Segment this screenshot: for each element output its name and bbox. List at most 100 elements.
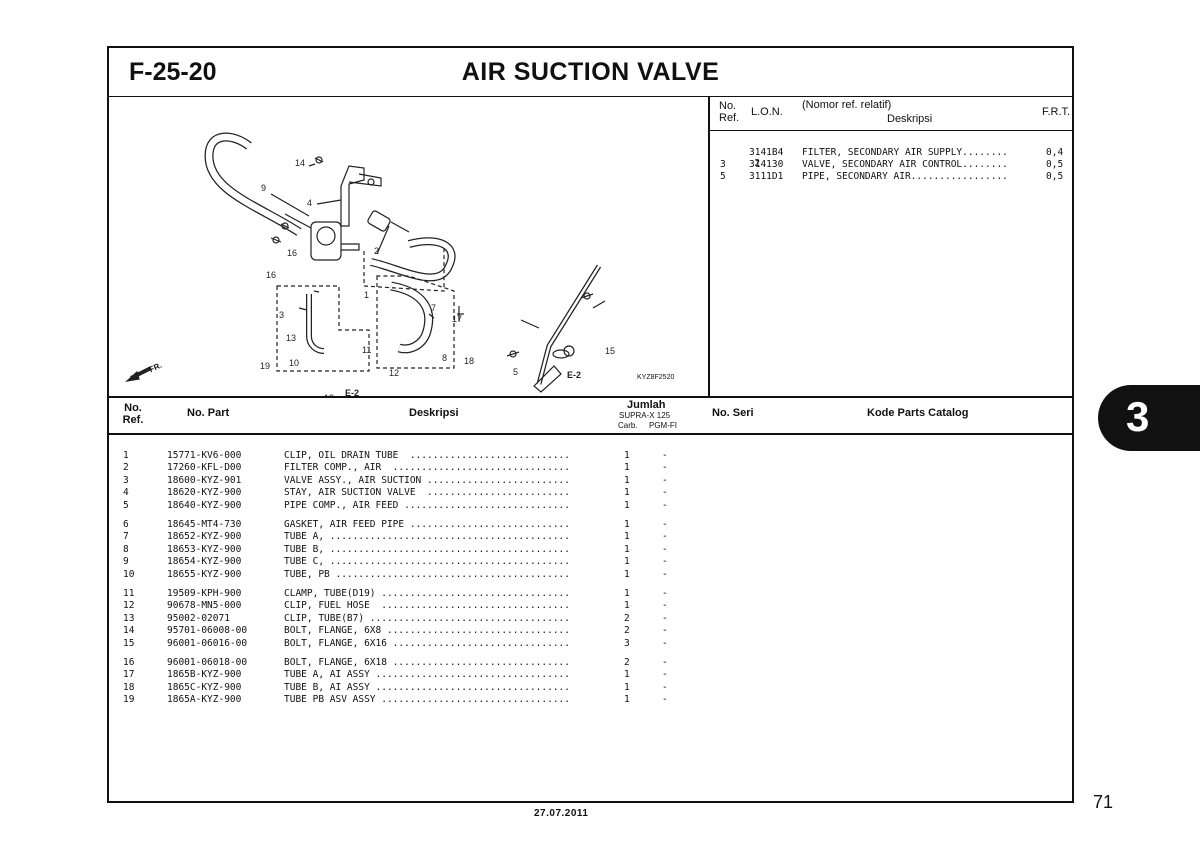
row-ref: 2 <box>123 462 129 474</box>
row-qty-carb: 1 <box>624 450 630 461</box>
page-title: AIR SUCTION VALVE <box>461 58 720 86</box>
diagram-label: 4 <box>307 198 312 208</box>
rel-header-rule <box>709 130 1074 131</box>
rel-header-frt: F.R.T. <box>1042 106 1071 118</box>
row-qty-pgmfi: - <box>662 543 668 555</box>
row-ref: 9 <box>123 556 129 568</box>
diagram-label: 19 <box>260 361 270 371</box>
diagram-code: KYZ8F2520 <box>637 374 675 381</box>
row-qty-carb: 1 <box>624 681 630 693</box>
header-kode: Kode Parts Catalog <box>867 407 969 419</box>
row-ref: 18 <box>123 681 135 693</box>
row-description: BOLT, FLANGE, 6X16 .....................… <box>284 637 570 649</box>
row-qty-pgmfi: - <box>662 657 668 668</box>
row-description: CLIP, TUBE(B7) .........................… <box>284 612 570 624</box>
row-description: TUBE B, ................................… <box>284 543 570 555</box>
header-no-ref: No. Ref. <box>122 402 144 426</box>
row-part-number: 18640-KYZ-900 <box>167 499 242 511</box>
row-ref: 12 <box>123 600 135 612</box>
row-part-number: 1865B-KYZ-900 <box>167 669 242 681</box>
row-description: BOLT, FLANGE, 6X18 .....................… <box>284 657 570 668</box>
header-deskripsi: Deskripsi <box>409 407 459 419</box>
row-ref: 10 <box>123 568 135 580</box>
diagram-label: E-2 <box>345 388 359 396</box>
row-qty-pgmfi: - <box>662 681 668 693</box>
diagram-label: 13 <box>286 333 296 343</box>
diagram-label: 8 <box>442 353 447 363</box>
row-ref: 3 <box>123 474 129 486</box>
row-qty-pgmfi: - <box>662 499 668 511</box>
row-part-number: 1865A-KYZ-900 <box>167 694 242 706</box>
row-qty-pgmfi: - <box>662 637 668 649</box>
row-description: PIPE COMP., AIR FEED ...................… <box>284 499 570 511</box>
row-qty-pgmfi: - <box>662 462 668 474</box>
rel-lon: 3111D1 <box>749 171 784 182</box>
diagram-label: 1 <box>364 290 369 300</box>
rel-ref: 3 <box>720 159 726 170</box>
row-ref: 7 <box>123 531 129 543</box>
row-description: TUBE A, AI ASSY ........................… <box>284 669 570 681</box>
header-carb: Carb. <box>618 421 638 430</box>
header-jumlah: Jumlah <box>627 399 666 411</box>
rel-header-lon: L.O.N. <box>751 106 783 118</box>
row-part-number: 90678-MN5-000 <box>167 600 242 612</box>
row-qty-carb: 1 <box>624 474 630 486</box>
row-qty-carb: 1 <box>624 531 630 543</box>
header-no-seri: No. Seri <box>712 407 754 419</box>
row-part-number: 95002-02071 <box>167 612 230 624</box>
diagram-label: 5 <box>513 367 518 377</box>
row-qty-pgmfi: - <box>662 487 668 499</box>
rel-row: 2 <box>720 147 760 180</box>
row-description: BOLT, FLANGE, 6X8 ......................… <box>284 625 570 637</box>
row-description: CLAMP, TUBE(D19) .......................… <box>284 588 570 599</box>
rel-header-desc-top: (Nomor ref. relatif) <box>802 99 892 111</box>
row-part-number: 95701-06008-00 <box>167 625 248 637</box>
row-description: TUBE B, AI ASSY ........................… <box>284 681 570 693</box>
section-tab-number: 3 <box>1126 393 1150 440</box>
diagram-label: 2 <box>374 246 379 256</box>
rel-ref: 5 <box>720 171 726 182</box>
table-row: 14 95701-06008-00 BOLT, FLANGE, 6X8 ......… <box>109 625 1069 637</box>
row-ref: 19 <box>123 694 135 706</box>
row-ref: 6 <box>123 519 129 530</box>
row-part-number: 18600-KYZ-901 <box>167 474 242 486</box>
diagram-label: 14 <box>295 158 305 168</box>
table-row: 18 1865C-KYZ-900 TUBE B, AI ASSY .........… <box>109 682 1069 694</box>
row-qty-pgmfi: - <box>662 612 668 624</box>
diagram-drawing: 14 9 4 2 16 16 1 7 17 3 13 11 15 10 8 18… <box>125 132 615 408</box>
row-part-number: 15771-KV6-000 <box>167 450 242 461</box>
row-qty-carb: 2 <box>624 612 630 624</box>
rel-lon: 3141B4 <box>749 147 784 158</box>
row-ref: 5 <box>123 499 129 511</box>
diagram-label: 16 <box>266 270 276 280</box>
row-qty-pgmfi: - <box>662 450 668 461</box>
row-qty-carb: 1 <box>624 600 630 612</box>
row-description: TUBE C, ................................… <box>284 556 570 568</box>
diagram-label: 17 <box>452 314 462 324</box>
header-model: SUPRA-X 125 <box>619 411 671 420</box>
row-qty-carb: 3 <box>624 637 630 649</box>
table-header-rule <box>109 433 1072 435</box>
rel-frt: 0,5 <box>1046 159 1064 170</box>
row-description: GASKET, AIR FEED PIPE ..................… <box>284 519 570 530</box>
diagram-label: 12 <box>389 368 399 378</box>
diagram-label: 10 <box>289 358 299 368</box>
row-qty-carb: 1 <box>624 588 630 599</box>
row-part-number: 1865C-KYZ-900 <box>167 681 242 693</box>
row-part-number: 18652-KYZ-900 <box>167 531 242 543</box>
table-row: 6 18645-MT4-730 GASKET, AIR FEED PIPE ....… <box>109 519 1069 531</box>
row-ref: 14 <box>123 625 135 637</box>
row-part-number: 18645-MT4-730 <box>167 519 242 530</box>
row-part-number: 96001-06018-00 <box>167 657 248 668</box>
